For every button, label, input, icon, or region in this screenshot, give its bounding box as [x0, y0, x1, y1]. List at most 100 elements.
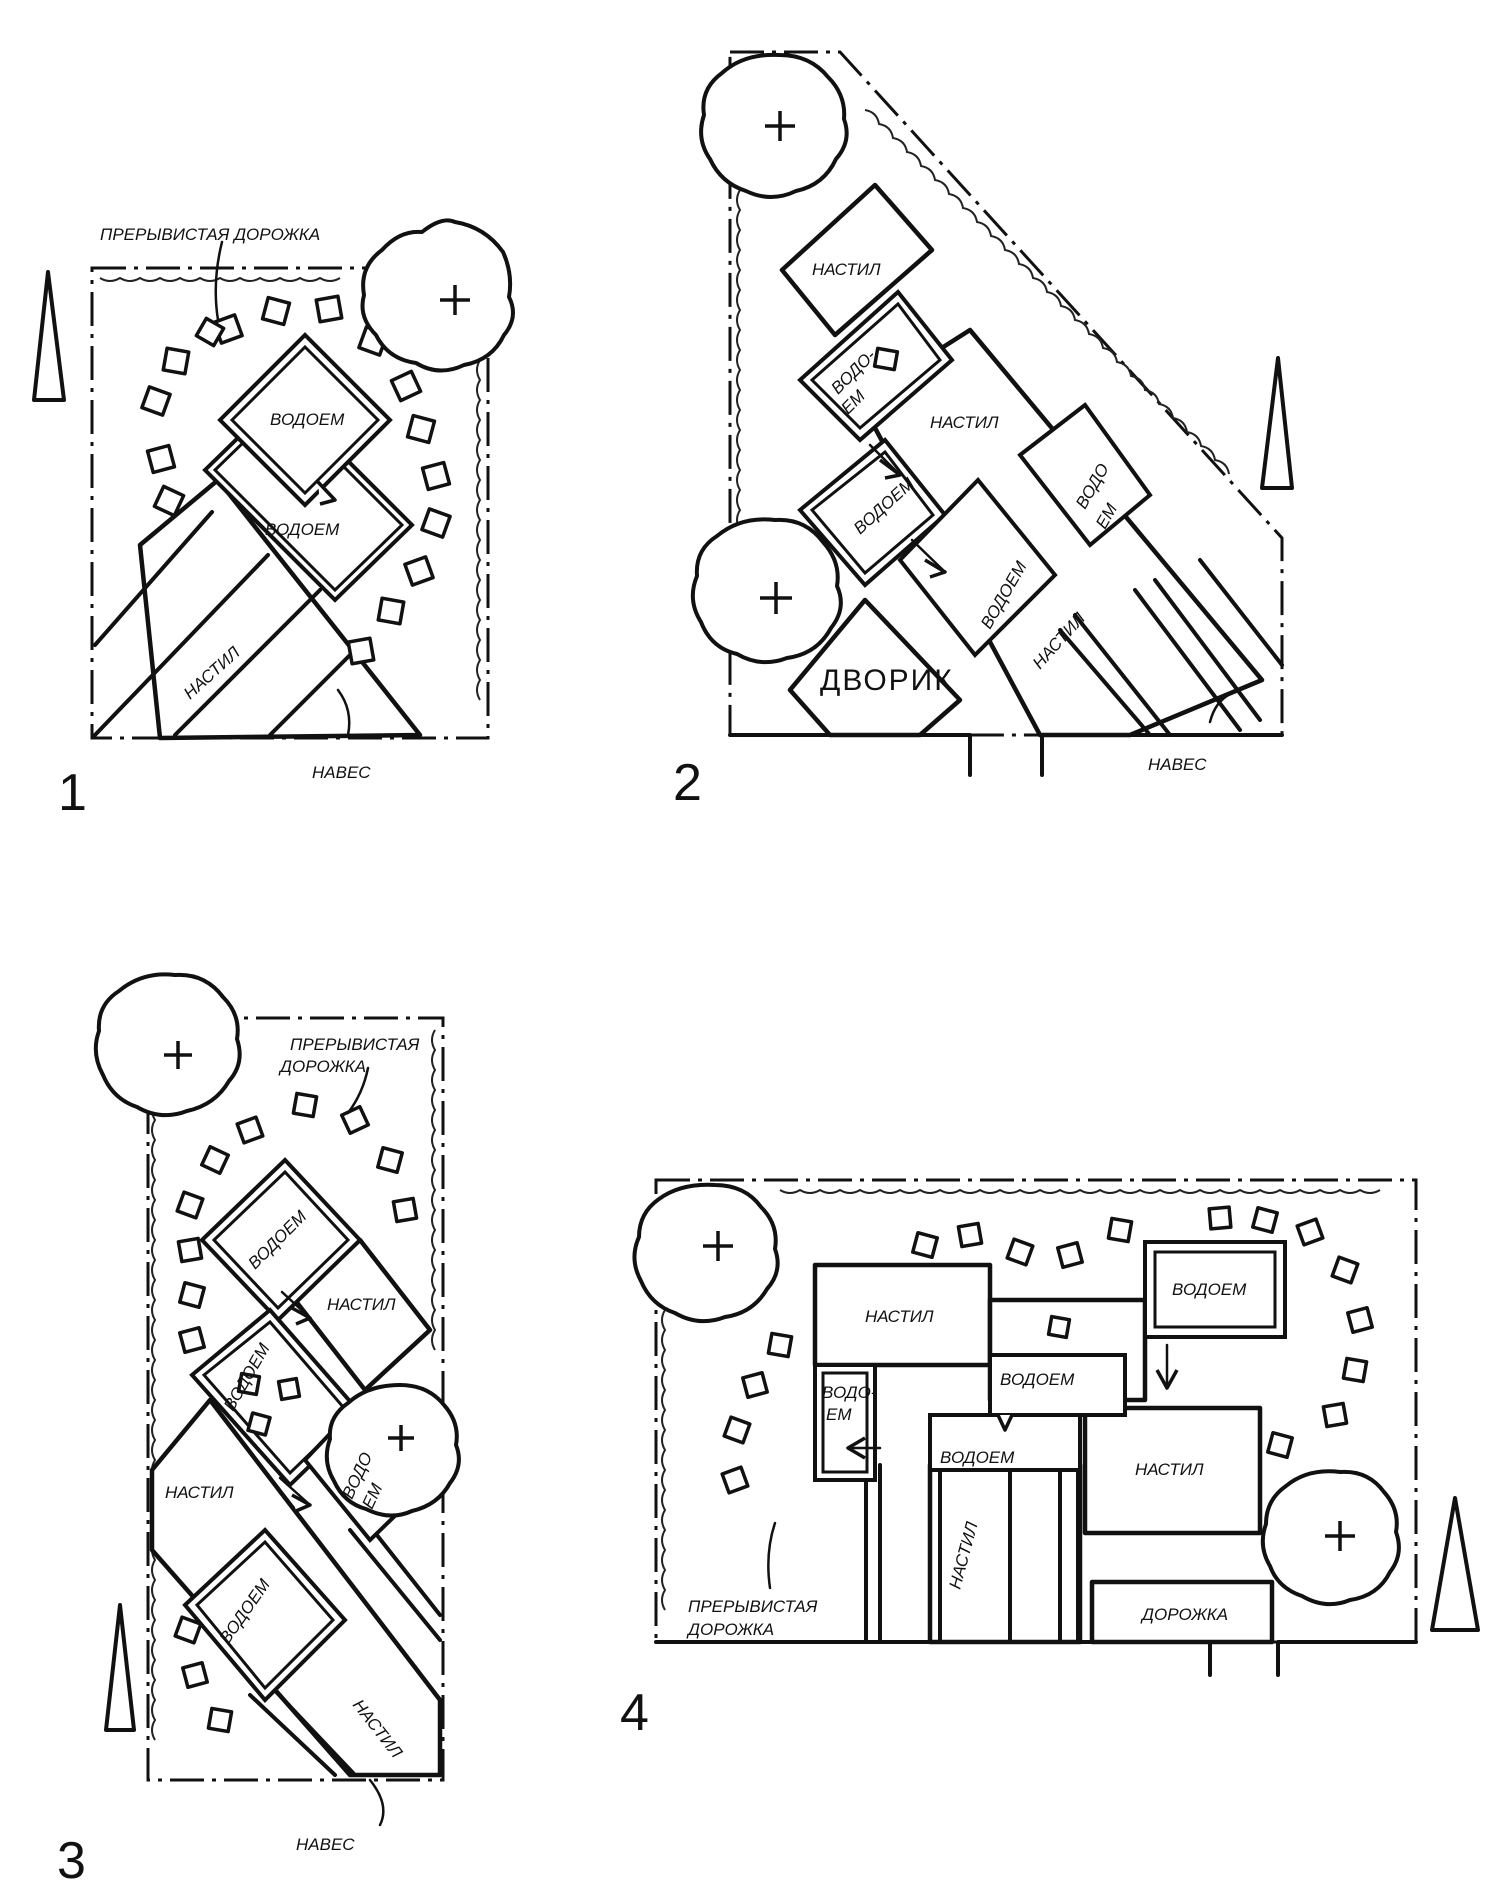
canopy-leader-2 [1208, 692, 1232, 724]
label-pond-1-b: ВОДОЕМ [265, 520, 340, 539]
deck-3-rail-c [348, 1528, 442, 1642]
flow-arrow-2b-shaft [910, 538, 947, 574]
stone [178, 1326, 206, 1354]
stone [722, 1415, 752, 1445]
label-path-3-l2: ДОРОЖКА [278, 1057, 366, 1076]
pond-3-a-inner [211, 1169, 351, 1311]
stone [1106, 1216, 1134, 1244]
flow-arrow-3a-shaft [280, 1290, 312, 1320]
pond-1-a [217, 332, 393, 508]
label-pond-4-c-l1: ВОДО- [822, 1383, 877, 1402]
stone [956, 1221, 984, 1249]
label-path-4-l1: ПРЕРЫВИСТАЯ [688, 1597, 818, 1616]
stone [235, 1115, 265, 1145]
stone [161, 346, 191, 376]
label-deck-3-a: НАСТИЛ [327, 1295, 396, 1314]
stone [720, 1465, 750, 1495]
pond-4-c-inner [821, 1371, 869, 1474]
pond-4-a [1143, 1240, 1287, 1339]
label-deck-2-top: НАСТИЛ [812, 260, 881, 279]
stone [246, 1411, 272, 1437]
stone [911, 1231, 939, 1259]
stone [403, 555, 435, 587]
path-leader-4 [767, 1521, 777, 1590]
label-pond-4-b: ВОДОЕМ [1000, 1370, 1075, 1389]
stone [194, 316, 226, 348]
stone [389, 369, 423, 403]
deck-2-rail-b [1073, 613, 1172, 737]
deck-2-main [857, 327, 1265, 738]
flow-arrow-3b-shaft [278, 1476, 312, 1507]
stone [1207, 1205, 1233, 1231]
pond-2-d [897, 476, 1058, 659]
label-path-3-l1: ПРЕРЫВИСТАЯ [290, 1035, 420, 1054]
stone [1005, 1237, 1035, 1267]
label-patio-2: ДВОРИК [820, 664, 954, 697]
tree-2-bottom [690, 517, 843, 665]
path-leader-3 [346, 1066, 370, 1115]
canopy-leader-1 [336, 688, 351, 737]
tree-1 [360, 218, 515, 373]
label-canopy-2: НАВЕС [1148, 755, 1207, 774]
stone [173, 1615, 203, 1645]
deck-3-rail-d [363, 1518, 442, 1617]
stone [420, 460, 452, 492]
stone [181, 1661, 209, 1689]
hedge-line-4 [661, 1188, 1381, 1611]
house-wall-2-left [728, 733, 972, 777]
deck-3-rail-a [248, 1693, 337, 1777]
stone [145, 443, 177, 475]
deck-4-left [812, 1262, 993, 1368]
stone [152, 484, 186, 518]
stone [175, 1190, 205, 1220]
stone [1056, 1241, 1084, 1269]
canopy-leader-3 [368, 1778, 385, 1827]
stone [1321, 1401, 1349, 1429]
stone [176, 1236, 204, 1264]
label-deck-3-b: НАСТИЛ [165, 1483, 234, 1502]
stone [206, 1706, 234, 1734]
stone [140, 385, 172, 417]
pond-3-d-inner [194, 1539, 336, 1691]
north-arrow-2 [1260, 356, 1294, 490]
plan-number-2: 2 [673, 754, 702, 812]
stone [339, 1104, 371, 1136]
deck-3-rail-b [263, 1678, 357, 1777]
label-canopy-3: НАВЕС [296, 1835, 355, 1854]
flow-arrow-1-shaft [316, 480, 337, 502]
tree-3-top [93, 972, 242, 1118]
stone [1346, 1306, 1374, 1334]
plan-4: НАСТИЛ ВОДОЕМ ВОДОЕМ ВОДО- ЕМ ВОДОЕМ НАС… [620, 1178, 1480, 1742]
north-arrow-4 [1430, 1496, 1480, 1632]
stone [276, 1376, 302, 1402]
label-deck-4-b: НАСТИЛ [1135, 1460, 1204, 1479]
deck-2-rail-a [1058, 628, 1152, 737]
stepping-stones-4 [720, 1205, 1374, 1495]
label-canopy-1: НАВЕС [312, 763, 371, 782]
label-path-4-l2: ДОРОЖКА [686, 1620, 774, 1639]
stone [766, 1331, 794, 1359]
label-deck-4-a: НАСТИЛ [865, 1307, 934, 1326]
flow-arrow-2a-shaft [868, 443, 902, 477]
stepping-stones-3 [173, 1091, 419, 1734]
pond-2-c-inner [809, 449, 936, 576]
stone [420, 507, 452, 539]
stone [291, 1091, 319, 1119]
deck-2-top [779, 182, 935, 338]
stone [376, 1146, 404, 1174]
stone [391, 1196, 419, 1224]
deck-4-bottom [927, 1462, 1083, 1645]
plan-2: НАСТИЛ ВОДО- ЕМ НАСТИЛ ВОДО ЕМ ВОДОЕМ ВО… [673, 50, 1294, 812]
stone [1341, 1356, 1369, 1384]
stone [741, 1371, 769, 1399]
plan-3: ПРЕРЫВИСТАЯ ДОРОЖКА ВОДОЕМ НАСТИЛ ВОДОЕМ… [57, 972, 461, 1885]
house-wall-4-right [1276, 1640, 1418, 1677]
north-arrow-3 [104, 1603, 136, 1732]
pond-4-c [813, 1363, 877, 1482]
stone [346, 636, 376, 666]
stone [178, 1281, 206, 1309]
deck-2-rail-d [1153, 578, 1262, 722]
pond-3-d [182, 1527, 348, 1703]
stone [314, 294, 344, 324]
